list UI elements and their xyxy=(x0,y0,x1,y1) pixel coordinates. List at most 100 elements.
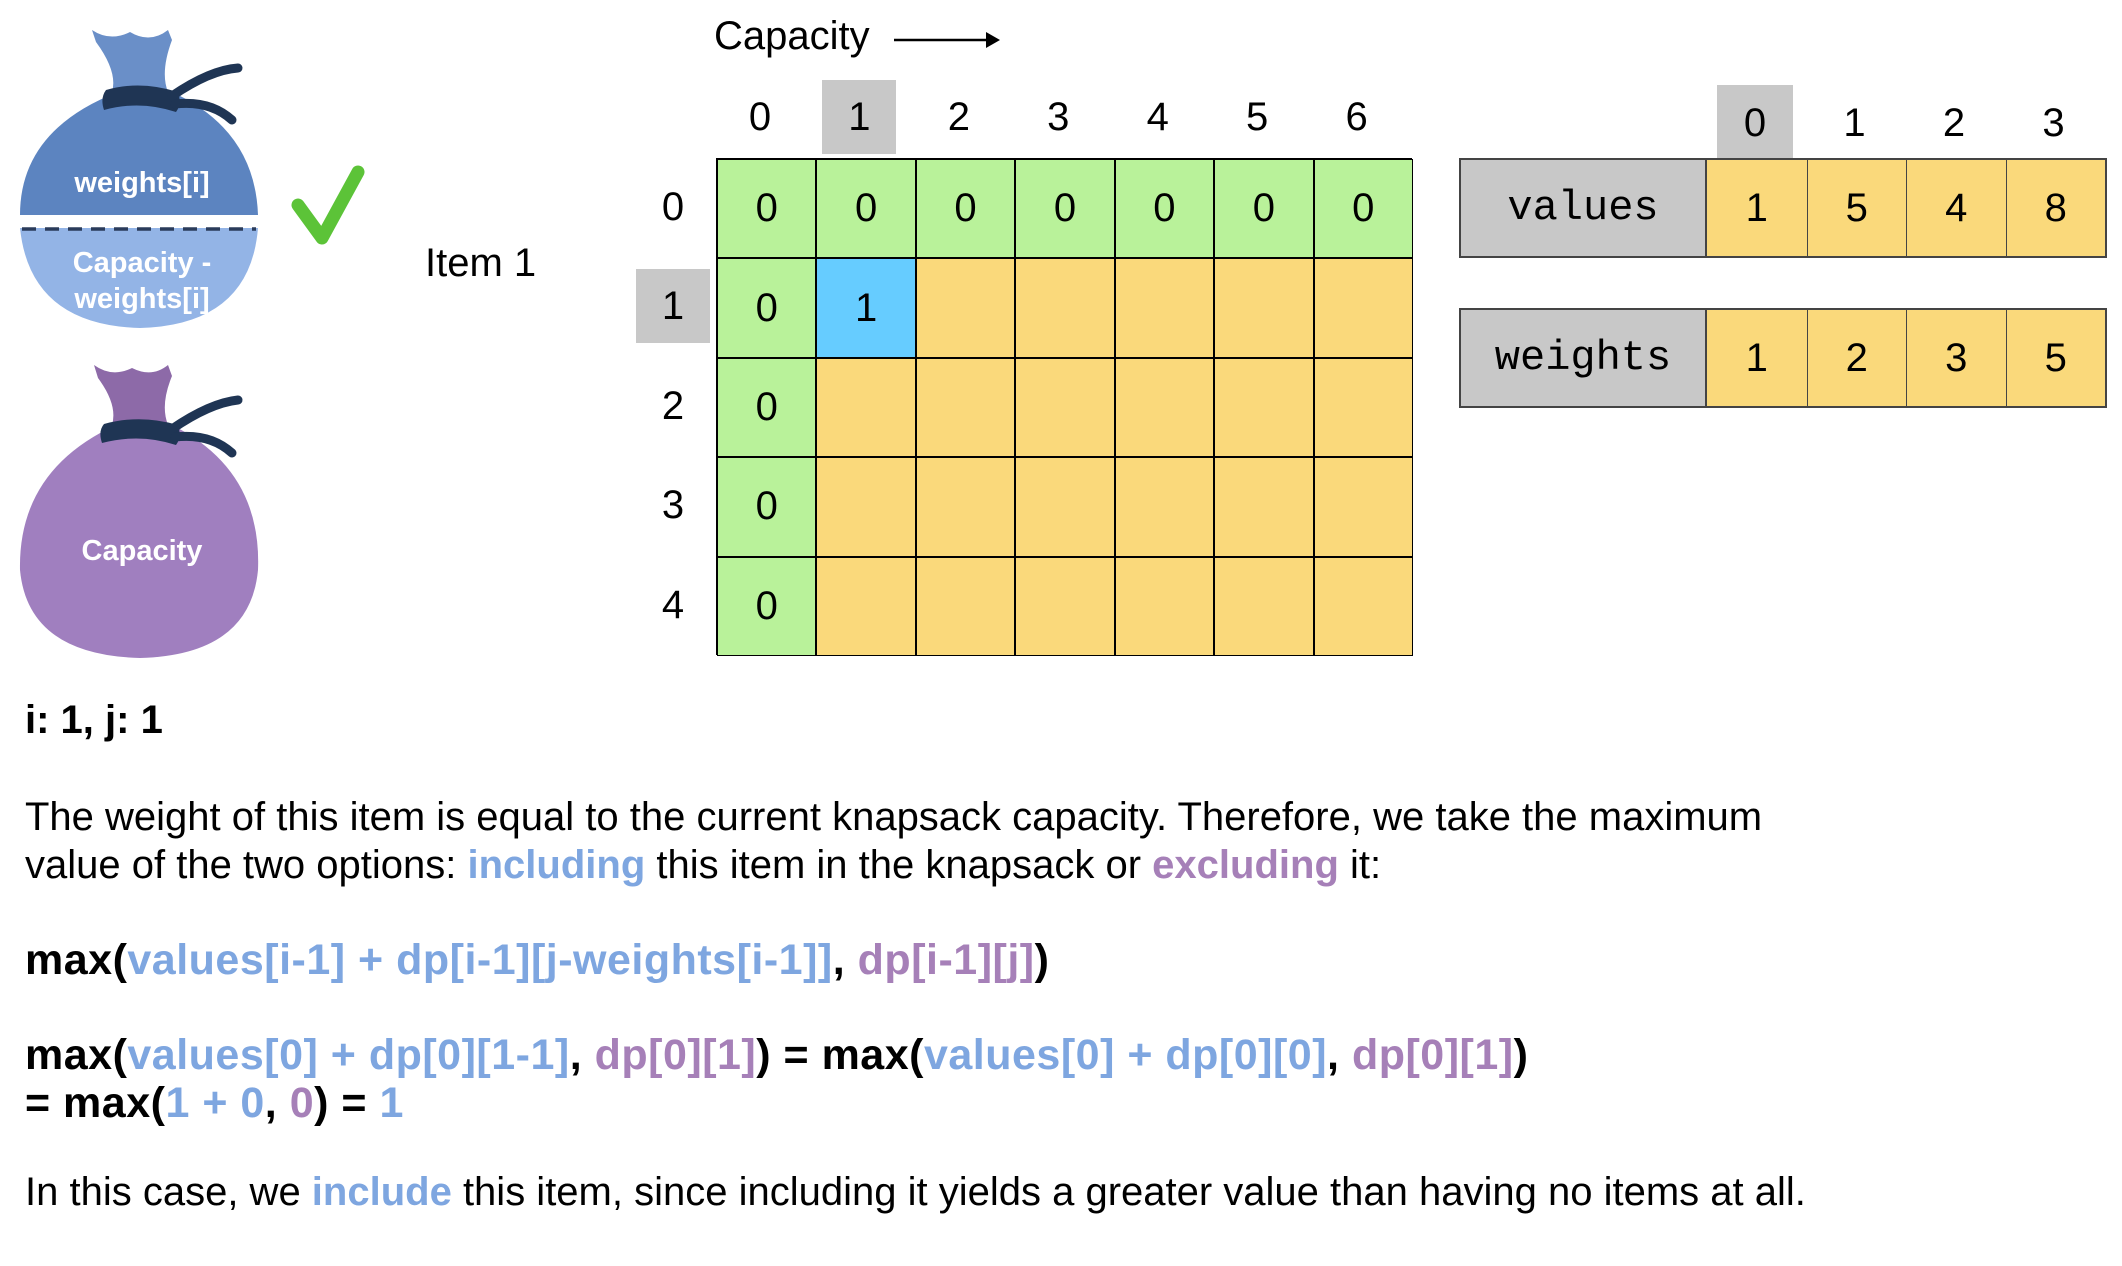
col-header: 1 xyxy=(822,80,897,154)
formula-include-term: values[0] + dp[0][1-1] xyxy=(127,1031,570,1079)
formula-part: max( xyxy=(25,936,128,984)
weights-cell: 2 xyxy=(1806,310,1906,406)
item-label: Item 1 xyxy=(425,241,537,285)
formula-exclude-term: dp[i-1][j] xyxy=(857,936,1035,984)
dp-cell xyxy=(1313,457,1413,557)
result-formula: = max(1 + 0, 0) = 1 xyxy=(25,1079,404,1128)
values-cell: 1 xyxy=(1707,160,1807,256)
dp-cell: 0 xyxy=(1015,159,1115,259)
excluding-word: excluding xyxy=(1152,843,1339,887)
col-header: 6 xyxy=(1345,95,1368,139)
col-header: 3 xyxy=(1047,95,1070,139)
conclusion-part: In this case, we xyxy=(25,1170,312,1214)
formula-part: ) xyxy=(1513,1031,1529,1079)
row-header: 2 xyxy=(661,383,685,428)
dp-cell xyxy=(1114,556,1215,656)
dp-cell: 0 xyxy=(717,258,817,358)
formula-result: 1 xyxy=(379,1079,404,1127)
formula-part: ) = max( xyxy=(756,1031,924,1079)
values-cell: 5 xyxy=(1806,160,1906,256)
formula-exclude-value: 0 xyxy=(289,1079,315,1127)
col-header: 4 xyxy=(1146,95,1169,139)
col-header: 5 xyxy=(1246,95,1269,139)
explanation-paragraph: The weight of this item is equal to the … xyxy=(25,793,2105,889)
dp-cell xyxy=(1114,357,1215,458)
formula-part: = max( xyxy=(25,1079,166,1127)
dp-cell xyxy=(1214,457,1314,557)
bags-illustration xyxy=(19,30,365,658)
general-formula: max(values[i-1] + dp[i-1][j-weights[i-1]… xyxy=(25,936,1049,985)
check-icon xyxy=(291,165,365,245)
dp-cell: 0 xyxy=(717,556,817,656)
row-header: 3 xyxy=(661,483,685,528)
capacity-arrow-icon xyxy=(894,32,1000,48)
array-index-header: 3 xyxy=(2042,101,2065,145)
dp-cell xyxy=(915,457,1016,557)
dp-cell: 0 xyxy=(915,159,1016,259)
dp-cell xyxy=(1214,556,1314,656)
dp-cell: 0 xyxy=(717,457,817,557)
formula-part: , xyxy=(569,1031,595,1079)
bottom-bag-icon xyxy=(19,365,259,658)
dp-cell xyxy=(915,556,1016,656)
top-bag-icon xyxy=(20,30,258,328)
include-word: include xyxy=(311,1170,452,1214)
dp-cell: 0 xyxy=(1114,159,1215,259)
formula-part: , xyxy=(832,936,858,984)
explanation-line-2: value of the two options: including this… xyxy=(25,841,2105,889)
explanation-line-1: The weight of this item is equal to the … xyxy=(25,795,1763,839)
weights-array-label: weights xyxy=(1461,310,1707,406)
row-header: 1 xyxy=(636,269,710,344)
dp-cell xyxy=(1015,258,1115,358)
values-cell: 8 xyxy=(2005,160,2105,256)
dp-cell: 0 xyxy=(717,159,817,259)
dp-cell xyxy=(1313,357,1413,458)
explanation-part: it: xyxy=(1338,843,1382,887)
formula-include-term: values[i-1] + dp[i-1][j-weights[i-1]] xyxy=(127,936,833,984)
dp-cell xyxy=(1313,556,1413,656)
array-index-header: 1 xyxy=(1843,101,1866,145)
conclusion-paragraph: In this case, we include this item, sinc… xyxy=(25,1168,1806,1216)
formula-include-term: values[0] + dp[0][0] xyxy=(923,1031,1328,1079)
formula-part: max( xyxy=(25,1031,128,1079)
bag-remaining-label-1: Capacity - xyxy=(72,247,212,279)
bag-capacity-label: Capacity xyxy=(81,535,203,567)
explanation-part: this item in the knapsack or xyxy=(645,843,1153,887)
dp-cell: 0 xyxy=(1313,159,1413,259)
dp-cell xyxy=(1214,357,1314,458)
values-cell: 4 xyxy=(1906,160,2006,256)
dp-cell xyxy=(816,556,916,656)
array-index-header: 0 xyxy=(1717,85,1793,161)
weights-cell: 1 xyxy=(1707,310,1807,406)
weights-cell: 3 xyxy=(1906,310,2006,406)
dp-cell xyxy=(1313,258,1413,358)
dp-cell xyxy=(1015,457,1115,557)
including-word: including xyxy=(467,843,646,887)
dp-cell xyxy=(1214,258,1314,358)
dp-cell xyxy=(915,357,1016,458)
dp-cell xyxy=(1015,357,1115,458)
formula-part: ) = xyxy=(314,1079,380,1127)
bag-weights-label: weights[i] xyxy=(74,167,210,199)
bag-remaining-label-2: weights[i] xyxy=(74,283,210,315)
formula-part: , xyxy=(1327,1031,1352,1079)
formula-exclude-term: dp[0][1] xyxy=(1351,1031,1514,1079)
dp-cell: 0 xyxy=(1214,159,1314,259)
capacity-label: Capacity xyxy=(714,14,870,58)
dp-cell xyxy=(915,258,1016,358)
dp-cell xyxy=(816,457,916,557)
substituted-formula: max(values[0] + dp[0][1-1], dp[0][1] ) = … xyxy=(25,1031,1528,1080)
values-array-label: values xyxy=(1461,160,1707,256)
conclusion-part: this item, since including it yields a g… xyxy=(451,1170,1806,1214)
dp-cell: 0 xyxy=(717,357,817,458)
dp-cell: 0 xyxy=(816,159,916,259)
dp-cell xyxy=(1114,457,1215,557)
weights-cell: 5 xyxy=(2005,310,2105,406)
dp-cell xyxy=(816,357,916,458)
row-header: 0 xyxy=(661,185,685,229)
